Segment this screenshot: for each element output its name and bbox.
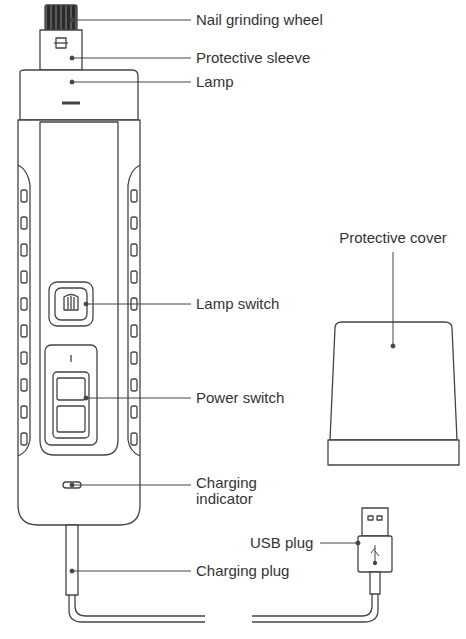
power-switch-label: Power switch [196,390,284,406]
indicator-label: Charging indicator [196,475,276,507]
cover-label: Protective cover [339,230,447,246]
wheel-label: Nail grinding wheel [196,12,323,28]
lamp-label: Lamp [196,74,234,90]
lamp-switch-label: Lamp switch [196,296,279,312]
usb-plug-label: USB plug [250,535,313,551]
sleeve-label: Protective sleeve [196,50,310,66]
charging-plug-label: Charging plug [196,563,289,579]
